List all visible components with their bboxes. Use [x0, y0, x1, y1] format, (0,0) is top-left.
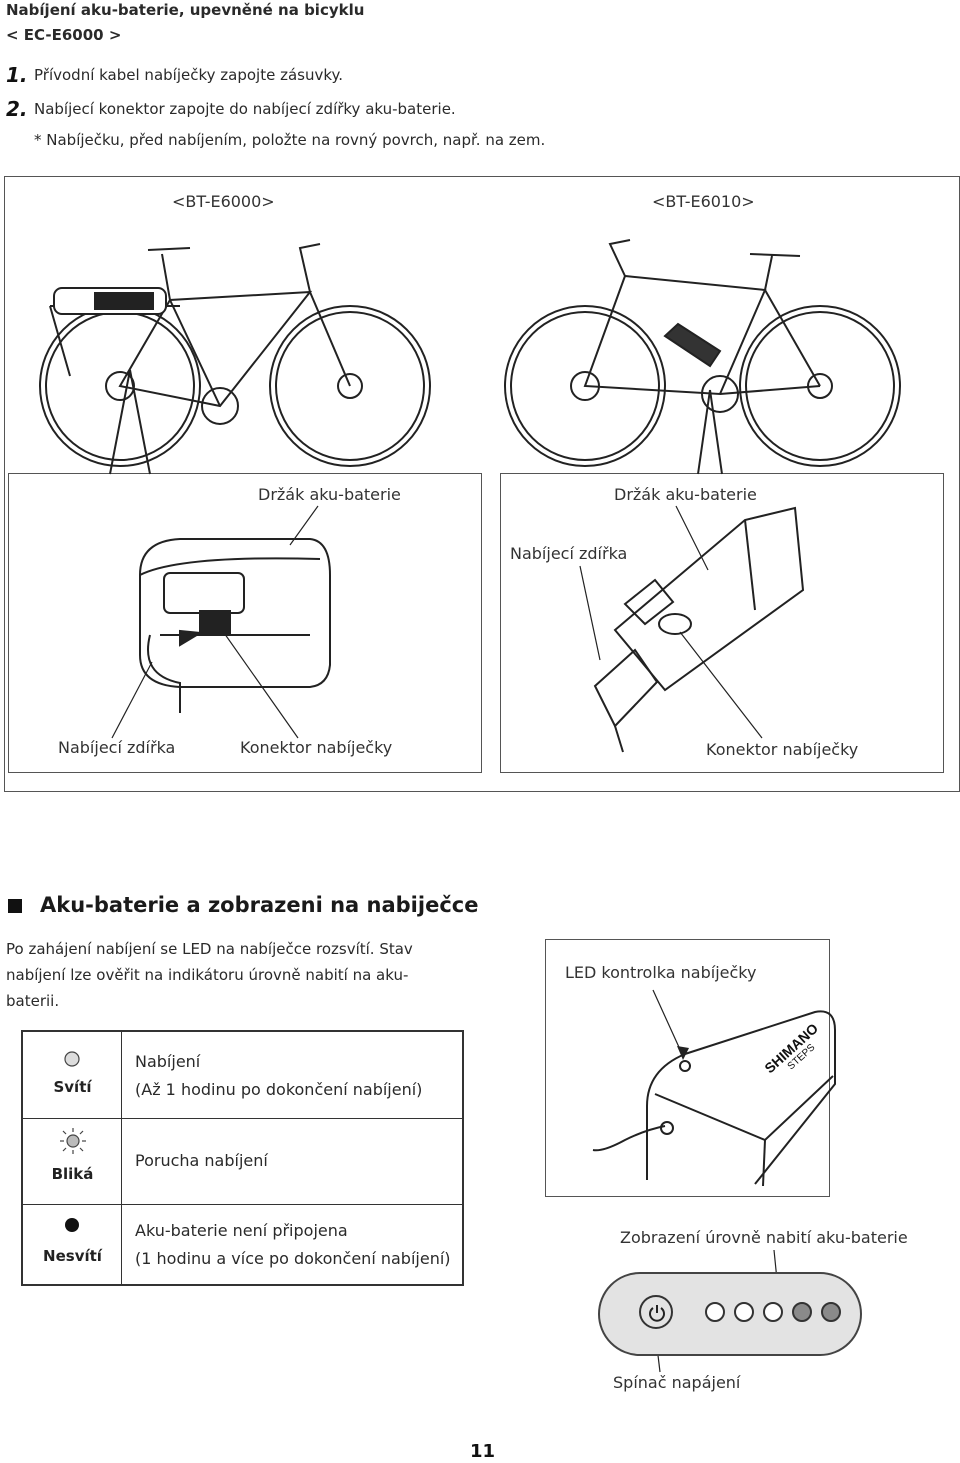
left-connector-label: Konektor nabíječky: [240, 738, 393, 757]
right-callout-wedge: [697, 389, 723, 475]
model-label: < EC-E6000 >: [6, 26, 122, 44]
status-off-line-1: Aku-baterie není připojena: [135, 1221, 348, 1240]
table-row-blinking: Bliká Porucha nabíjení: [23, 1118, 462, 1204]
right-socket-label: Nabíjecí zdířka: [510, 544, 628, 563]
status-blinking-line-1: Porucha nabíjení: [135, 1151, 268, 1170]
left-callout-wedge: [109, 369, 151, 475]
power-switch-button[interactable]: [639, 1295, 673, 1329]
page-number: 11: [470, 1441, 496, 1462]
intro-line-3: baterii.: [6, 992, 60, 1010]
led-status-table: Svítí Nabíjení (Až 1 hodinu po dokončení…: [21, 1030, 464, 1286]
battery-holder-connector-icon: [139, 538, 331, 713]
charger-led-label: LED kontrolka nabíječky: [565, 963, 757, 982]
table-row-off: Nesvítí Aku-baterie není připojena (1 ho…: [23, 1204, 462, 1284]
bicycle-rear-rack-battery-icon: [39, 243, 431, 467]
level-led-2-icon: [734, 1302, 754, 1322]
step-2-text: Nabíjecí konektor zapojte do nabíjecí zd…: [34, 100, 456, 118]
led-off-icon: [65, 1218, 79, 1232]
section-intro: Po zahájení nabíjení se LED na nabíječce…: [6, 936, 413, 1014]
right-connector-label: Konektor nabíječky: [706, 740, 859, 759]
status-lit-line-2: (Až 1 hodinu po dokončení nabíjení): [135, 1080, 423, 1099]
bicycle-down-tube-battery-icon: [504, 239, 901, 467]
charger-icon: SHIMANO STEPS: [592, 989, 836, 1187]
section-bullet-icon: [8, 899, 22, 913]
left-leader-lines: [111, 505, 763, 739]
level-led-3-icon: [763, 1302, 783, 1322]
level-led-5-icon: [821, 1302, 841, 1322]
right-holder-label: Držák aku-baterie: [614, 485, 757, 504]
level-display-label: Zobrazení úrovně nabití aku-baterie: [620, 1228, 908, 1247]
charger-figure-frame: [545, 939, 830, 1197]
status-lit-name: Svítí: [53, 1078, 92, 1096]
section-title: Aku-baterie a zobrazeni na nabiječce: [40, 893, 479, 917]
note-text: * Nabíječku, před nabíjením, položte na …: [34, 131, 546, 149]
table-row-lit: Svítí Nabíjení (Až 1 hodinu po dokončení…: [23, 1032, 462, 1118]
bt-e6000-title: <BT-E6000>: [172, 192, 275, 211]
bt-e6010-title: <BT-E6010>: [652, 192, 755, 211]
down-tube-holder-connector-icon: [593, 506, 805, 753]
led-lit-icon: [64, 1051, 80, 1067]
status-off-name: Nesvítí: [43, 1247, 102, 1265]
left-detail-frame: [8, 473, 482, 773]
intro-line-1: Po zahájení nabíjení se LED na nabíječce…: [6, 940, 413, 958]
level-led-1-icon: [705, 1302, 725, 1322]
level-led-row: [705, 1300, 855, 1324]
power-icon: [649, 1305, 665, 1322]
status-lit-line-1: Nabíjení: [135, 1052, 201, 1071]
status-blinking-name: Bliká: [51, 1165, 94, 1183]
led-blinking-icon: [60, 1128, 86, 1154]
page-title: Nabíjení aku-baterie, upevněné na bicykl…: [6, 1, 365, 19]
power-switch-label: Spínač napájení: [613, 1373, 741, 1392]
step-2-number: 2.: [6, 97, 28, 121]
left-socket-label: Nabíjecí zdířka: [58, 738, 176, 757]
level-led-4-icon: [792, 1302, 812, 1322]
intro-line-2: nabíjení lze ověřit na indikátoru úrovně…: [6, 966, 409, 984]
status-off-line-2: (1 hodinu a více po dokončení nabíjení): [135, 1249, 451, 1268]
step-1-number: 1.: [6, 63, 28, 87]
left-holder-label: Držák aku-baterie: [258, 485, 401, 504]
step-1-text: Přívodní kabel nabíječky zapojte zásuvky…: [34, 66, 343, 84]
